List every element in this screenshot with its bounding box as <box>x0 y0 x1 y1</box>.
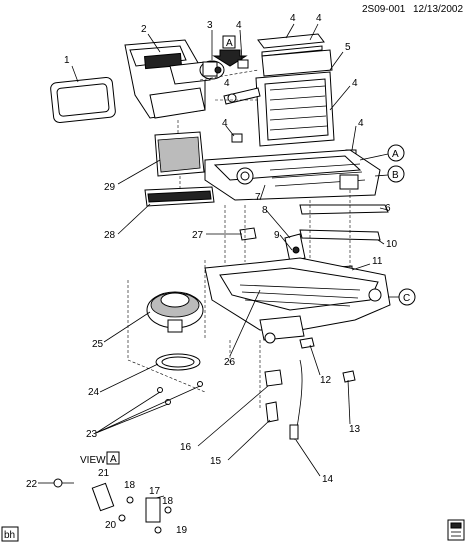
circle-ref-c: C <box>388 288 416 306</box>
part-15-connector <box>265 401 279 423</box>
part-13-clip <box>342 370 356 383</box>
callout-17: 17 <box>149 486 161 497</box>
part-3-actuator <box>199 60 225 80</box>
callout-4g: 4 <box>224 78 230 89</box>
callout-4b: 4 <box>290 13 296 24</box>
view-a-word: VIEW <box>80 455 106 466</box>
callout-1: 1 <box>64 55 70 66</box>
part-21-actuator <box>91 482 115 512</box>
callout-15: 15 <box>210 456 222 467</box>
part-9-actuator <box>284 233 306 263</box>
part-2-upper-case <box>124 39 211 119</box>
part-1-seal <box>50 76 116 124</box>
screw-23b <box>197 381 203 387</box>
svg-text:C: C <box>403 293 410 304</box>
callout-2: 2 <box>141 24 147 35</box>
callout-14: 14 <box>322 474 334 485</box>
callout-9: 9 <box>274 230 280 241</box>
svg-text:B: B <box>392 170 399 181</box>
callout-24: 24 <box>88 387 100 398</box>
part-16-module <box>264 369 283 387</box>
leader-lines <box>38 23 389 499</box>
callout-3: 3 <box>207 20 213 31</box>
callout-4c: 4 <box>316 13 322 24</box>
part-10-rod <box>299 229 381 241</box>
callout-6: 6 <box>385 203 391 214</box>
callout-5: 5 <box>345 42 351 53</box>
view-a-marker: A <box>212 35 248 67</box>
footer-tag: bh <box>4 530 15 541</box>
part-12-resistor <box>299 337 315 349</box>
lower-main-case <box>204 257 391 344</box>
callout-10: 10 <box>386 239 398 250</box>
part-4-seals <box>257 33 325 57</box>
callout-12: 12 <box>320 375 332 386</box>
clip-4b <box>231 133 243 143</box>
part-6-seal-strip <box>299 204 389 215</box>
view-a-letter: A <box>110 454 117 465</box>
circle-ref-a: A <box>359 144 405 162</box>
box-ref-a: A <box>226 38 233 49</box>
callout-27: 27 <box>192 230 204 241</box>
dashed-guides <box>127 69 351 410</box>
callout-19: 19 <box>176 525 188 536</box>
book-icon <box>447 519 465 541</box>
callout-4d: 4 <box>222 118 228 129</box>
part-17-valve <box>145 497 161 523</box>
part-18a-oring <box>126 496 134 504</box>
clip-4a <box>237 59 249 69</box>
footer-tag-box <box>1 526 19 542</box>
callout-7: 7 <box>255 192 261 203</box>
part-25-blower <box>146 291 204 333</box>
screw-23a <box>157 387 163 393</box>
callout-28: 28 <box>104 230 116 241</box>
part-22-screw <box>53 478 63 488</box>
callout-8: 8 <box>262 205 268 216</box>
part-19-oring <box>154 526 162 534</box>
callout-11: 11 <box>372 256 383 267</box>
svg-text:A: A <box>392 149 399 160</box>
callout-20: 20 <box>105 520 117 531</box>
callout-26: 26 <box>224 357 236 368</box>
callout-25: 25 <box>92 339 104 350</box>
callout-18b: 18 <box>162 496 174 507</box>
callout-13: 13 <box>349 424 361 435</box>
callout-22: 22 <box>26 479 38 490</box>
circle-ref-b: B <box>374 165 405 183</box>
callout-16: 16 <box>180 442 192 453</box>
callout-18a: 18 <box>124 480 136 491</box>
part-28-filter-element <box>144 186 215 207</box>
part-20-oring <box>118 514 126 522</box>
diagram-date: 12/13/2002 <box>413 4 463 15</box>
callout-21: 21 <box>98 468 110 479</box>
callout-4f: 4 <box>358 118 364 129</box>
callout-23: 23 <box>86 429 98 440</box>
part-29-filter <box>154 131 205 177</box>
callout-4a: 4 <box>236 20 242 31</box>
part-5-evaporator-core <box>223 49 335 147</box>
part-27-bracket <box>239 227 257 241</box>
upper-main-case <box>204 149 381 201</box>
callout-4e: 4 <box>352 78 358 89</box>
part-18b-oring <box>164 506 172 514</box>
callout-29: 29 <box>104 182 116 193</box>
diagram-code: 2S09-001 <box>362 4 406 15</box>
view-a-detail: VIEW A <box>53 451 172 534</box>
callouts: 1 2 3 4 4 4 4 5 4 4 4 6 7 8 9 10 11 12 1… <box>26 13 398 536</box>
